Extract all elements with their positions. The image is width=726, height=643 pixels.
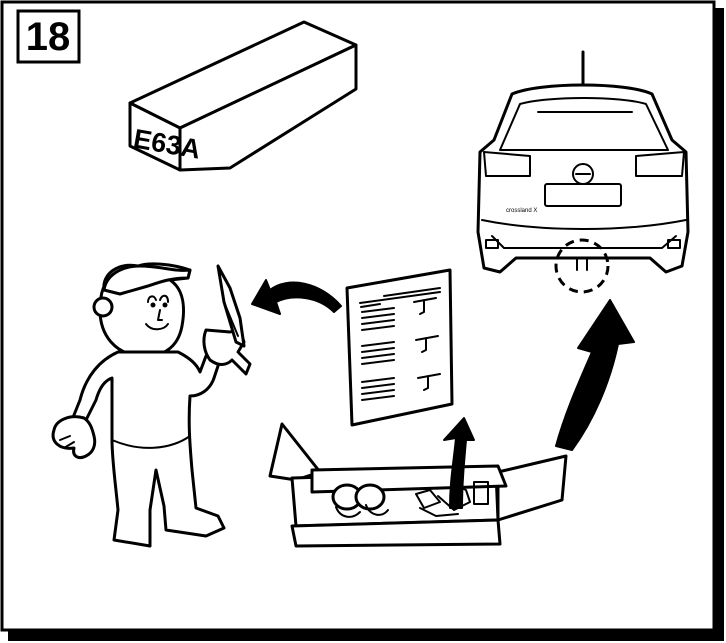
step-number: 18 — [26, 15, 71, 59]
svg-text:crossland X: crossland X — [506, 208, 537, 214]
instruction-sheet-icon — [347, 270, 452, 425]
step-number-badge: 18 — [18, 11, 79, 62]
